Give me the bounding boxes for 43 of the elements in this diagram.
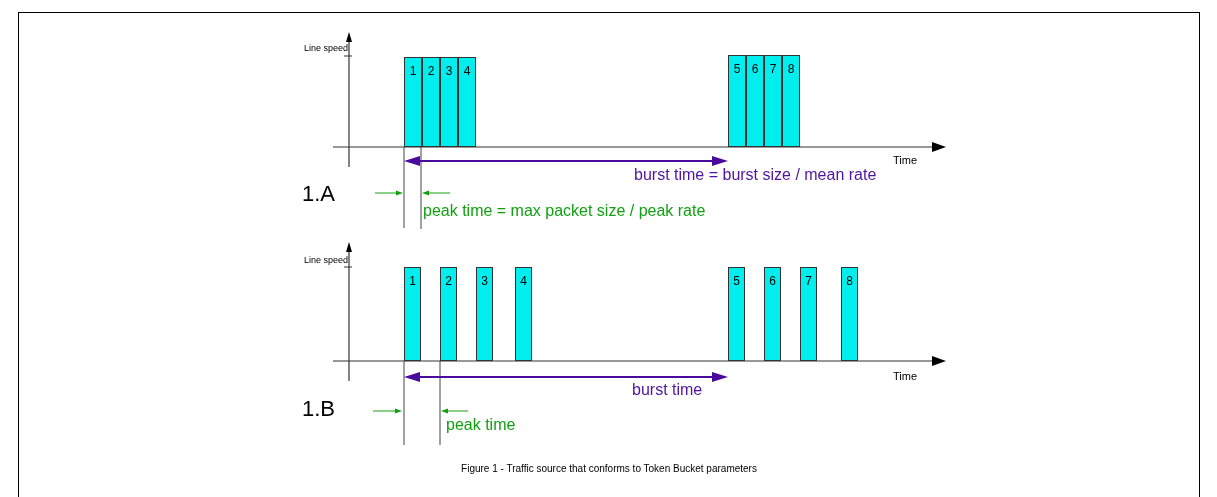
axis-label: Time bbox=[893, 153, 919, 167]
packet-bar bbox=[515, 267, 532, 361]
packet-bar bbox=[746, 55, 764, 147]
packet-number: 5 bbox=[733, 274, 740, 288]
annotation-text: peak time bbox=[446, 415, 517, 435]
panel-label: 1.B bbox=[302, 396, 337, 422]
packet-bar bbox=[404, 57, 422, 147]
packet-bar bbox=[728, 267, 745, 361]
packet-number: 3 bbox=[481, 274, 488, 288]
annotation-text: burst time bbox=[632, 380, 704, 400]
packet-number: 1 bbox=[409, 64, 417, 78]
packet-bar bbox=[440, 267, 457, 361]
packet-number: 3 bbox=[445, 64, 453, 78]
packet-number: 6 bbox=[769, 274, 776, 288]
packet-bar bbox=[476, 267, 493, 361]
packet-bar bbox=[782, 55, 800, 147]
panel-label: 1.A bbox=[302, 181, 337, 207]
packet-number: 2 bbox=[445, 274, 452, 288]
packet-bar bbox=[728, 55, 746, 147]
axis-label: Line speed bbox=[304, 254, 349, 266]
annotation-text: peak time = max packet size / peak rate bbox=[423, 201, 707, 221]
packet-bar bbox=[422, 57, 440, 147]
packet-number: 5 bbox=[733, 62, 741, 76]
figure-caption: Figure 1 - Traffic source that conforms to Token Bucket parameters bbox=[460, 462, 758, 475]
packet-number: 6 bbox=[751, 62, 759, 76]
packet-bar bbox=[764, 55, 782, 147]
packet-bar bbox=[404, 267, 421, 361]
annotation-text: burst time = burst size / mean rate bbox=[634, 165, 878, 185]
packet-bar bbox=[458, 57, 476, 147]
axis-label: Line speed bbox=[304, 42, 349, 54]
packet-number: 7 bbox=[805, 274, 812, 288]
axis-label: Time bbox=[893, 369, 919, 383]
packet-number: 4 bbox=[463, 64, 471, 78]
packet-number: 1 bbox=[409, 274, 416, 288]
packet-number: 8 bbox=[846, 274, 853, 288]
packet-number: 4 bbox=[520, 274, 527, 288]
packet-number: 2 bbox=[427, 64, 435, 78]
packet-number: 7 bbox=[769, 62, 777, 76]
packet-bar bbox=[841, 267, 858, 361]
packet-bar bbox=[764, 267, 781, 361]
packet-bar bbox=[440, 57, 458, 147]
packet-number: 8 bbox=[787, 62, 795, 76]
packet-bar bbox=[800, 267, 817, 361]
